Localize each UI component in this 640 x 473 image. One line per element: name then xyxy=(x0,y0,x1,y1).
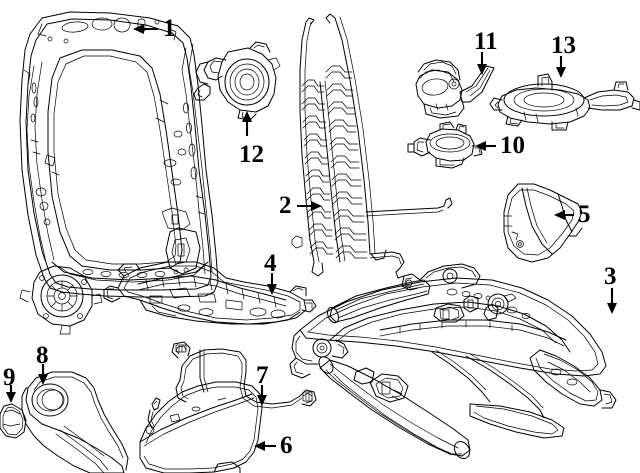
callout-label-8: 8 xyxy=(36,342,49,369)
part-seat-height-motor-assembly xyxy=(489,73,640,131)
part-recliner-motor-assembly xyxy=(193,41,281,121)
part-lumbar-support-motor-bracket xyxy=(415,59,495,119)
part-recliner-handle-lever xyxy=(21,371,129,473)
part-seat-back-frame xyxy=(19,11,219,335)
callout-label-7: 7 xyxy=(256,362,269,389)
callout-label-5: 5 xyxy=(578,201,591,228)
part-adjuster-rod-handle xyxy=(171,341,317,409)
part-seat-side-shield-outer xyxy=(503,183,583,263)
callout-label-6: 6 xyxy=(280,432,293,459)
callout-label-4: 4 xyxy=(264,250,277,277)
callout-label-9: 9 xyxy=(3,364,16,391)
part-seat-position-sensor xyxy=(407,121,483,169)
callout-leaders xyxy=(6,24,617,451)
callout-label-2: 2 xyxy=(279,192,292,219)
part-seat-trim-panel-lower xyxy=(139,381,263,473)
part-seat-cushion-pan xyxy=(103,261,317,325)
callout-label-11: 11 xyxy=(474,28,498,55)
callout-label-3: 3 xyxy=(604,263,617,290)
callout-label-10: 10 xyxy=(500,132,525,159)
part-seat-cushion-frame xyxy=(289,263,617,459)
part-handle-end-cap xyxy=(0,403,27,439)
callout-label-12: 12 xyxy=(239,141,264,168)
part-seat-back-spring-mat xyxy=(291,13,453,279)
callout-label-13: 13 xyxy=(551,32,576,59)
callout-label-1: 1 xyxy=(163,15,176,42)
